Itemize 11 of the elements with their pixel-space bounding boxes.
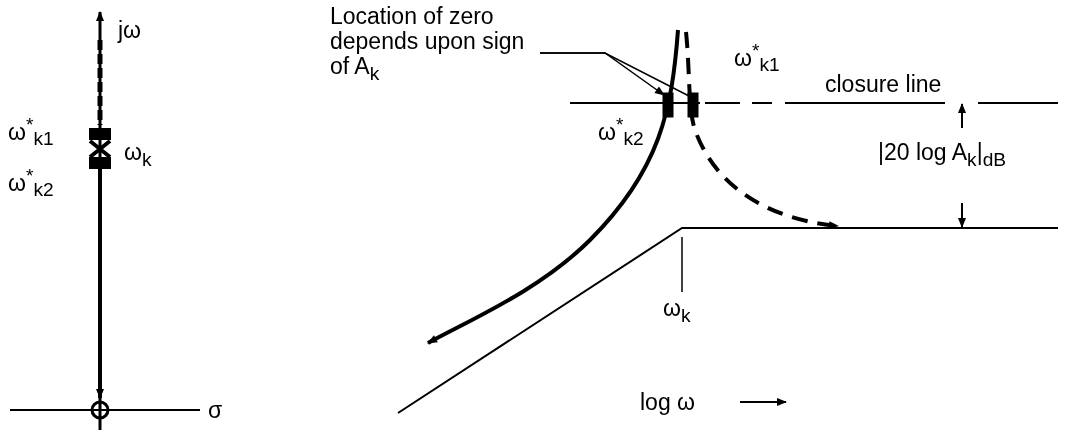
pole-label: ω$_{k}$ <box>124 140 152 172</box>
line-label: closure line <box>825 72 942 97</box>
callout-text: Location of zero depends upon sign of A$_{k}$ <box>330 4 540 86</box>
zero-marker <box>687 92 699 118</box>
axis-label: jω <box>118 18 142 43</box>
dimension-label: |20 log A$_{k}$|$_{dB}$ <box>878 140 1007 172</box>
frequency-label: ω$_{k}$ <box>663 296 691 328</box>
leader-line <box>539 52 690 97</box>
axis-label: log ω <box>640 390 696 415</box>
zero-marker <box>662 92 674 118</box>
axis-label: σ <box>208 398 223 423</box>
